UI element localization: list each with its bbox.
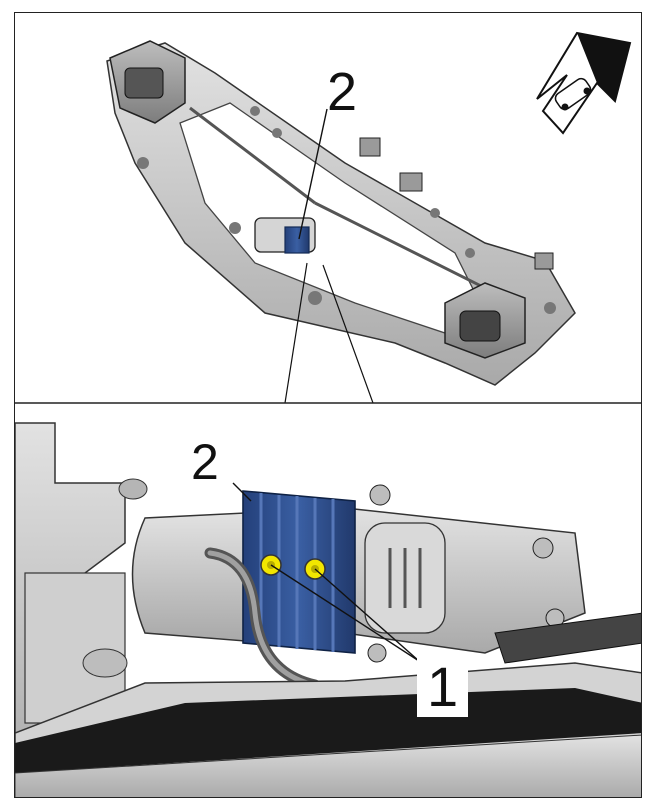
motor-highlight-small [284,226,310,254]
diagram-canvas [15,31,641,797]
callout-2-bottom: 2 [191,434,219,490]
callout-2-top: 2 [327,62,358,122]
motor-cylinder [131,512,246,642]
motor-unit-blue [242,490,356,654]
diagram-frame: 2 2 1 [14,12,642,798]
callout-1-bolts: 1 [417,657,469,717]
vehicle-forward-arrow-icon [536,31,632,135]
bottom-panel [15,422,641,797]
top-panel [106,31,632,404]
